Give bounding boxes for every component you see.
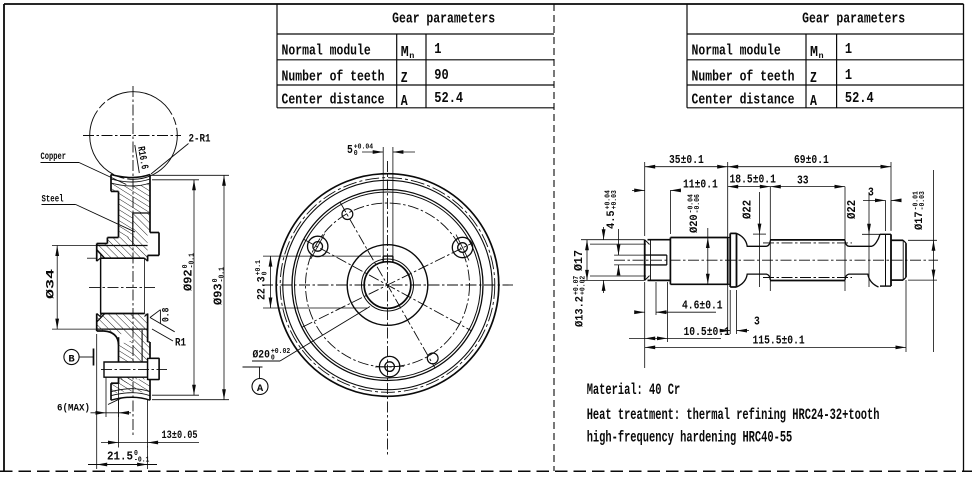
svg-text:-0.1: -0.1 bbox=[219, 267, 227, 282]
svg-text:+0.07: +0.07 bbox=[573, 276, 581, 295]
svg-text:Steel: Steel bbox=[42, 194, 64, 206]
svg-text:52.4: 52.4 bbox=[845, 91, 874, 107]
svg-text:Ø17: Ø17 bbox=[573, 250, 586, 271]
svg-text:Ø17: Ø17 bbox=[914, 211, 926, 230]
svg-text:21.5: 21.5 bbox=[107, 451, 133, 464]
svg-text:n: n bbox=[819, 51, 824, 61]
svg-text:n: n bbox=[409, 51, 414, 61]
svg-text:+0.04: +0.04 bbox=[605, 190, 613, 209]
svg-text:4.6±0.1: 4.6±0.1 bbox=[682, 299, 723, 313]
svg-text:-0.01: -0.01 bbox=[913, 191, 921, 210]
svg-text:-0.04: -0.04 bbox=[688, 194, 696, 213]
svg-text:Number of teeth: Number of teeth bbox=[692, 69, 795, 85]
svg-text:1: 1 bbox=[434, 42, 441, 58]
svg-text:10.5±0.1: 10.5±0.1 bbox=[684, 325, 730, 339]
svg-text:Ø20: Ø20 bbox=[253, 350, 270, 362]
svg-text:-0.03: -0.03 bbox=[919, 191, 927, 210]
svg-text:+0.02: +0.02 bbox=[580, 276, 588, 295]
svg-text:Material: 40 Cr: Material: 40 Cr bbox=[587, 381, 681, 399]
svg-text:+0.1: +0.1 bbox=[255, 260, 263, 275]
svg-text:0: 0 bbox=[271, 355, 275, 363]
svg-text:0: 0 bbox=[182, 265, 190, 269]
svg-text:52.4: 52.4 bbox=[434, 91, 463, 107]
svg-text:Center distance: Center distance bbox=[282, 92, 385, 108]
svg-text:+0.04: +0.04 bbox=[354, 143, 373, 151]
svg-text:11±0.1: 11±0.1 bbox=[683, 178, 718, 192]
svg-text:B: B bbox=[68, 354, 75, 366]
svg-text:Center distance: Center distance bbox=[692, 92, 795, 108]
svg-text:Gear parameters: Gear parameters bbox=[392, 12, 495, 28]
svg-text:Heat treatment: thermal refini: Heat treatment: thermal refining HRC24-3… bbox=[587, 406, 880, 424]
svg-text:22.3: 22.3 bbox=[257, 276, 269, 300]
svg-text:Ø22: Ø22 bbox=[742, 200, 755, 219]
svg-text:Z: Z bbox=[401, 71, 408, 87]
svg-text:Ø93: Ø93 bbox=[213, 283, 226, 305]
svg-text:69±0.1: 69±0.1 bbox=[794, 153, 829, 167]
svg-text:35±0.1: 35±0.1 bbox=[669, 153, 704, 167]
svg-text:Ø20: Ø20 bbox=[689, 214, 701, 233]
svg-text:Ø13.2: Ø13.2 bbox=[575, 296, 587, 327]
svg-text:Normal module: Normal module bbox=[692, 44, 781, 60]
svg-text:5: 5 bbox=[347, 144, 353, 157]
svg-text:Copper: Copper bbox=[41, 151, 67, 163]
svg-text:A: A bbox=[257, 383, 264, 395]
svg-text:A: A bbox=[810, 94, 817, 110]
svg-text:90: 90 bbox=[434, 68, 448, 84]
svg-text:Z: Z bbox=[810, 71, 817, 87]
svg-text:Ø22: Ø22 bbox=[846, 200, 859, 219]
svg-text:2-R1: 2-R1 bbox=[189, 134, 211, 146]
svg-text:3: 3 bbox=[868, 186, 874, 200]
svg-text:115.5±0.1: 115.5±0.1 bbox=[753, 334, 805, 348]
svg-text:4.5: 4.5 bbox=[606, 210, 618, 229]
svg-text:1: 1 bbox=[845, 42, 852, 58]
svg-text:0: 0 bbox=[262, 272, 270, 276]
svg-text:18.5±0.1: 18.5±0.1 bbox=[730, 173, 776, 187]
svg-text:Normal module: Normal module bbox=[282, 44, 371, 60]
svg-text:-0.1: -0.1 bbox=[134, 457, 149, 465]
svg-text:M: M bbox=[810, 45, 818, 61]
svg-text:3: 3 bbox=[754, 315, 760, 329]
svg-text:-0.06: -0.06 bbox=[694, 194, 702, 213]
svg-text:1: 1 bbox=[845, 68, 852, 84]
svg-text:Gear parameters: Gear parameters bbox=[802, 12, 905, 28]
svg-text:+0.02: +0.02 bbox=[271, 348, 290, 356]
svg-text:33: 33 bbox=[797, 174, 809, 188]
svg-text:Ø92: Ø92 bbox=[183, 269, 196, 291]
svg-text:0: 0 bbox=[354, 150, 358, 158]
svg-text:high-frequency hardening HRC40: high-frequency hardening HRC40-55 bbox=[587, 429, 793, 447]
svg-text:0.8: 0.8 bbox=[160, 308, 172, 322]
svg-text:13±0.05: 13±0.05 bbox=[162, 430, 198, 442]
svg-text:6(MAX): 6(MAX) bbox=[57, 403, 90, 415]
svg-text:M: M bbox=[401, 45, 409, 61]
svg-text:Number of teeth: Number of teeth bbox=[282, 69, 385, 85]
svg-text:R1: R1 bbox=[175, 338, 186, 350]
svg-text:A: A bbox=[401, 94, 408, 110]
svg-text:-0.1: -0.1 bbox=[189, 253, 197, 268]
svg-text:0: 0 bbox=[134, 450, 138, 458]
svg-text:Ø34: Ø34 bbox=[46, 268, 58, 299]
svg-text:+0.03: +0.03 bbox=[611, 190, 619, 209]
svg-text:0: 0 bbox=[212, 279, 220, 283]
